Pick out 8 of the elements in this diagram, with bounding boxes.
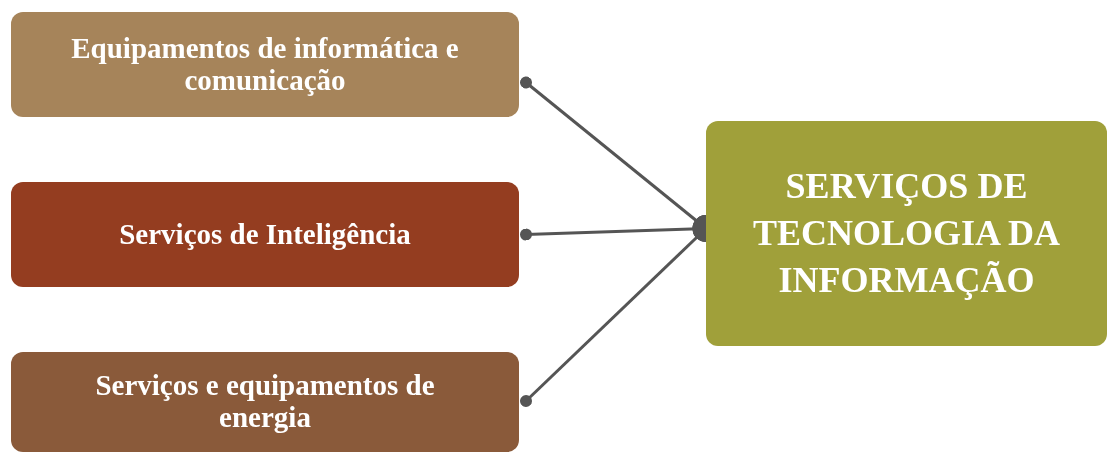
box-label: Equipamentos de informática e comunicação (70, 32, 460, 97)
box-label: Serviços de Inteligência (119, 218, 411, 251)
rounded-box (11, 182, 519, 287)
rounded-box (11, 12, 519, 117)
rounded-box (11, 352, 519, 452)
rounded-box (706, 121, 1107, 346)
box-label: Serviços e equipamentos de energia (94, 370, 436, 434)
box-label: SERVIÇOS DE TECNOLOGIA DA INFORMAÇÃO (751, 165, 1062, 302)
